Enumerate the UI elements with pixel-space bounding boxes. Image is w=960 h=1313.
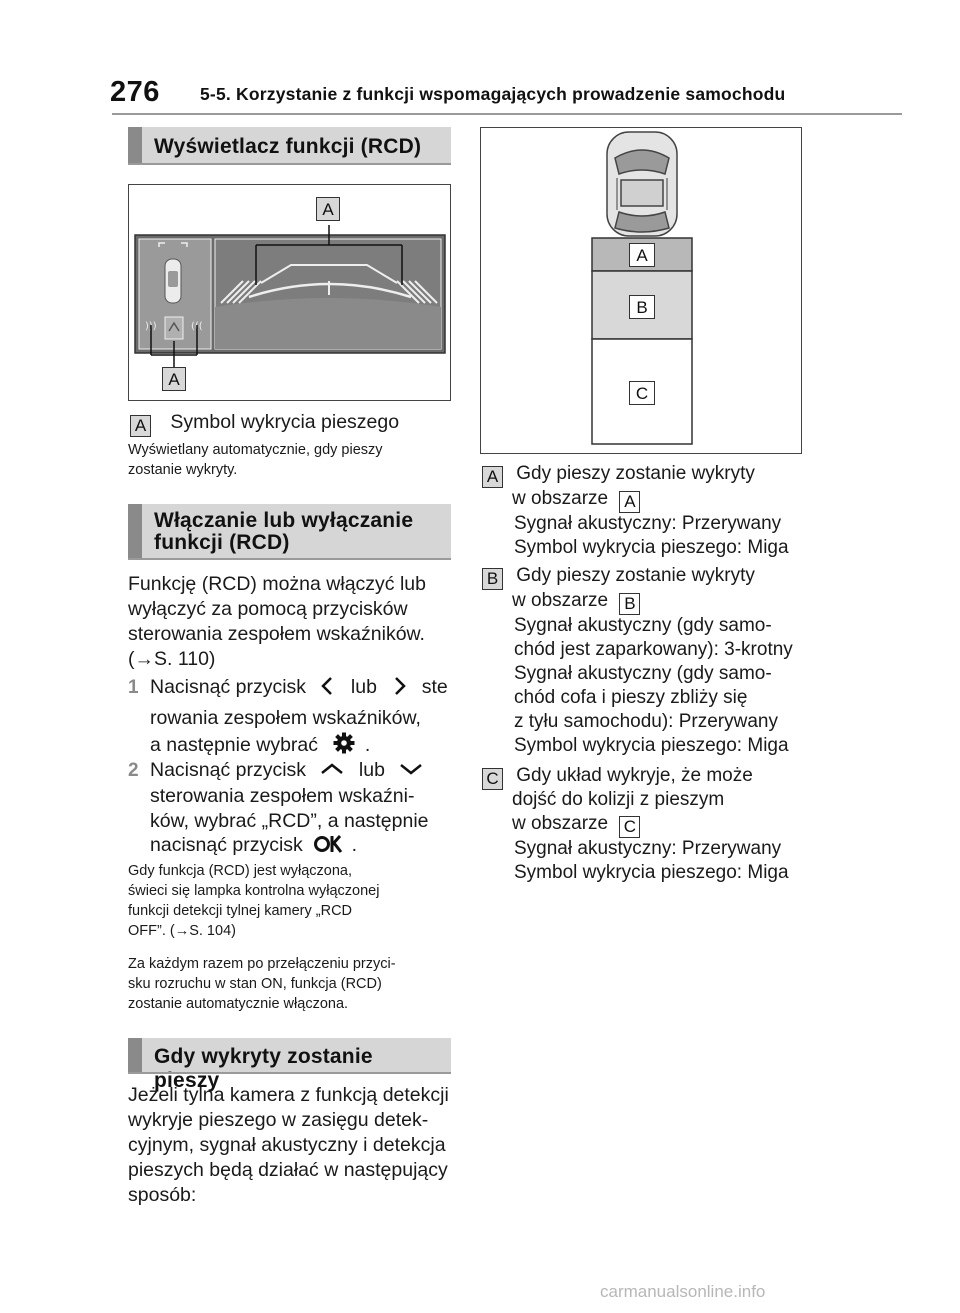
figure-label-a-top: A	[316, 197, 340, 221]
item-a-line-2: w obszarze A	[512, 487, 641, 513]
p2-line-2: wykryje pieszego w zasięgu detek-	[128, 1109, 429, 1131]
step-1-line-3: a następnie wybrać .	[150, 731, 370, 758]
ok-button-icon	[314, 835, 343, 853]
step-2-text-b: lub	[358, 759, 385, 781]
item-b-line-3: Sygnał akustyczny (gdy samo-	[514, 615, 772, 636]
zone-label-a: A	[629, 243, 655, 267]
item-c-line-3: w obszarze C	[512, 812, 641, 838]
item-a-text-1: Gdy pieszy zostanie wykryty	[516, 463, 755, 484]
p2-line-4: pieszych będą działać w następujący	[128, 1159, 448, 1181]
chapter-title: 5-5. Korzystanie z funkcji wspomagającyc…	[200, 84, 786, 104]
item-c-line-4: Sygnał akustyczny: Przerywany	[514, 838, 782, 859]
p2-line-1: Jeżeli tylna kamera z funkcją detekcji	[128, 1084, 449, 1106]
item-b-text-2: w obszarze	[512, 590, 609, 611]
item-a-line-4: Symbol wykrycia pieszego: Miga	[514, 537, 789, 558]
item-b-line-2: w obszarze B	[512, 589, 641, 615]
item-b-inline-tag: B	[619, 592, 641, 615]
step-2-text-l4b: .	[351, 834, 358, 856]
chevron-up-icon	[321, 763, 344, 774]
step-1-text-l3b: .	[364, 734, 371, 756]
step-2-number: 2	[128, 760, 139, 781]
item-b-line-1: B Gdy pieszy zostanie wykryty	[482, 564, 755, 590]
legend-note-2: zostanie wykryty.	[128, 462, 238, 478]
step-2-text-l4a: nacisnąć przycisk	[150, 834, 303, 856]
step-1-text-b: lub	[350, 676, 377, 698]
p2-line-3: cyjnym, sygnał akustyczny i detekcja	[128, 1134, 446, 1156]
legend-tag-a: A	[130, 414, 151, 437]
section-heading-display: Wyświetlacz funkcji (RCD)	[128, 127, 451, 165]
rcd-display-figure: ))) ((( A A	[128, 184, 451, 401]
item-b-line-4: chód jest zaparkowany): 3-krotny	[514, 639, 793, 660]
step-2-line-3: ków, wybrać „RCD”, a następnie	[150, 810, 429, 832]
car-with-zones-illustration	[591, 131, 693, 445]
note-1-line-3: funkcji detekcji tylnej kamery „RCD	[128, 903, 353, 919]
item-b-text-1: Gdy pieszy zostanie wykryty	[516, 565, 755, 586]
p2-line-5: sposób:	[128, 1184, 197, 1206]
step-1-line-1: 1 Nacisnąć przycisk lub ste	[128, 675, 448, 700]
note-2-line-2: sku rozruchu w stan ON, funkcja (RCD)	[128, 976, 382, 992]
section-heading-toggle: Włączanie lub wyłączanie funkcji (RCD)	[128, 504, 451, 560]
note-2-line-3: zostanie automatycznie włączona.	[128, 996, 349, 1012]
step-1-text-a: Nacisnąć przycisk	[150, 676, 307, 698]
legend-text: Symbol wykrycia pieszego	[170, 411, 400, 433]
watermark: carmanualsonline.info	[600, 1282, 766, 1301]
item-a-line-1: A Gdy pieszy zostanie wykryty	[482, 462, 755, 488]
figure-label-a-bottom: A	[162, 367, 186, 391]
legend-note-1: Wyświetlany automatycznie, gdy pieszy	[128, 442, 383, 458]
item-c-text-3: w obszarze	[512, 813, 609, 834]
item-a-text-2: w obszarze	[512, 488, 609, 509]
item-c-line-1: C Gdy układ wykryje, że może	[482, 764, 753, 790]
item-b-tag: B	[482, 567, 503, 590]
step-1-line-2: rowania zespołem wskaźników,	[150, 707, 421, 729]
item-b-line-8: Symbol wykrycia pieszego: Miga	[514, 735, 789, 756]
chevron-down-icon	[400, 764, 423, 775]
zone-label-b: B	[629, 295, 655, 319]
step-1-text-l3a: a następnie wybrać	[150, 734, 319, 756]
rcd-display-illustration: ))) (((	[134, 225, 446, 367]
gear-icon	[333, 732, 355, 754]
item-a-tag: A	[482, 465, 503, 488]
item-c-text-1: Gdy układ wykryje, że może	[516, 765, 753, 786]
note-1-line-4: OFF”. (→S. 104)	[128, 923, 236, 939]
step-2-text-a: Nacisnąć przycisk	[150, 759, 307, 781]
heading-line-1: Włączanie lub wyłączanie	[154, 509, 414, 532]
header-rule	[112, 113, 902, 115]
legend-line: A Symbol wykrycia pieszego	[130, 410, 399, 437]
note-1-line-2: świeci się lampka kontrolna wyłączonej	[128, 883, 380, 899]
item-c-line-2: dojść do kolizji z pieszym	[512, 789, 725, 810]
p1-line-1: Funkcję (RCD) można włączyć lub	[128, 573, 426, 595]
item-c-line-5: Symbol wykrycia pieszego: Miga	[514, 862, 789, 883]
step-1-number: 1	[128, 677, 139, 698]
item-b-line-6: chód cofa i pieszy zbliży się	[514, 687, 748, 708]
chevron-left-icon	[321, 677, 333, 695]
chevron-right-icon	[395, 677, 407, 695]
step-2-line-4: nacisnąć przycisk .	[150, 833, 357, 858]
item-b-line-5: Sygnał akustyczny (gdy samo-	[514, 663, 772, 684]
item-a-line-3: Sygnał akustyczny: Przerywany	[514, 513, 782, 534]
heading-line-2: funkcji (RCD)	[154, 531, 290, 554]
page-number: 276	[110, 76, 160, 108]
step-2-line-2: sterowania zespołem wskaźni-	[150, 785, 415, 807]
step-2-line-1: 2 Nacisnąć przycisk lub	[128, 758, 432, 783]
item-c-inline-tag: C	[619, 815, 641, 838]
detection-zones-figure: A B C	[480, 127, 802, 454]
note-2-line-1: Za każdym razem po przełączeniu przyci-	[128, 956, 396, 972]
item-b-line-7: z tyłu samochodu): Przerywany	[514, 711, 778, 732]
note-1-line-1: Gdy funkcja (RCD) jest wyłączona,	[128, 863, 353, 879]
section-heading-pedestrian: Gdy wykryty zostanie pieszy	[128, 1038, 451, 1092]
item-c-tag: C	[482, 767, 503, 790]
p1-line-2: wyłączyć za pomocą przycisków	[128, 598, 408, 620]
step-1-text-c: ste	[421, 676, 448, 698]
p1-line-3: sterowania zespołem wskaźników.	[128, 623, 425, 645]
zone-label-c: C	[629, 381, 655, 405]
p1-line-4: (→S. 110)	[128, 648, 216, 670]
item-a-inline-tag: A	[619, 490, 641, 513]
